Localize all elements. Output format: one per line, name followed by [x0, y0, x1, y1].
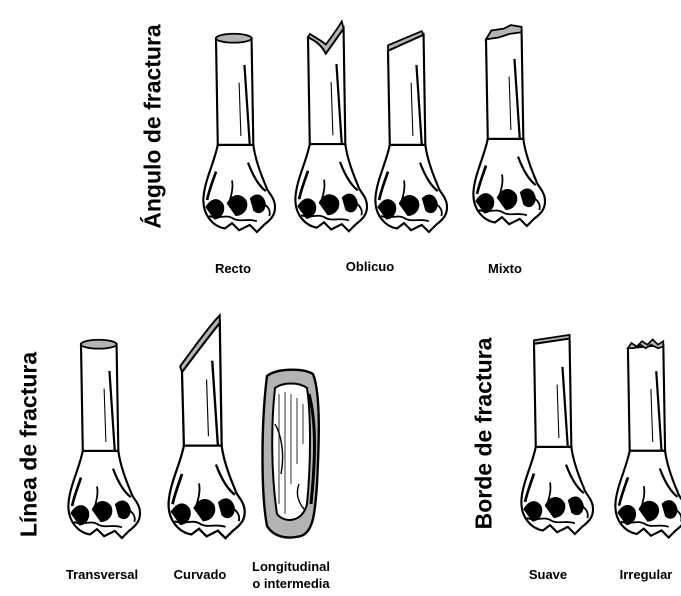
- linea-de-fractura-label: Línea de fractura: [16, 335, 43, 555]
- caption-oblicuo: Oblicuo: [330, 258, 410, 275]
- angulo-de-fractura-label: Ángulo de fractura: [140, 22, 167, 232]
- caption-curvado: Curvado: [160, 566, 240, 583]
- bone-longitudinal: [255, 364, 325, 544]
- bone-mixto: [470, 10, 550, 250]
- bone-curvado: [165, 304, 250, 559]
- caption-transversal: Transversal: [57, 566, 147, 583]
- caption-longitudinal: Longitudinal: [246, 558, 336, 575]
- caption-mixto: Mixto: [470, 260, 540, 277]
- caption-suave: Suave: [513, 566, 583, 583]
- bone-suave: [518, 318, 598, 558]
- caption-o-intermedia: o intermedia: [246, 575, 336, 592]
- bone-irregular: [612, 322, 681, 562]
- bone-transversal: [65, 322, 145, 562]
- caption-irregular: Irregular: [611, 566, 681, 583]
- bone-recto: [200, 16, 280, 256]
- caption-recto: Recto: [198, 260, 268, 277]
- bone-oblicuo-1: [292, 4, 372, 254]
- bone-oblicuo-2: [372, 16, 452, 256]
- borde-de-fractura-label: Borde de fractura: [471, 329, 498, 539]
